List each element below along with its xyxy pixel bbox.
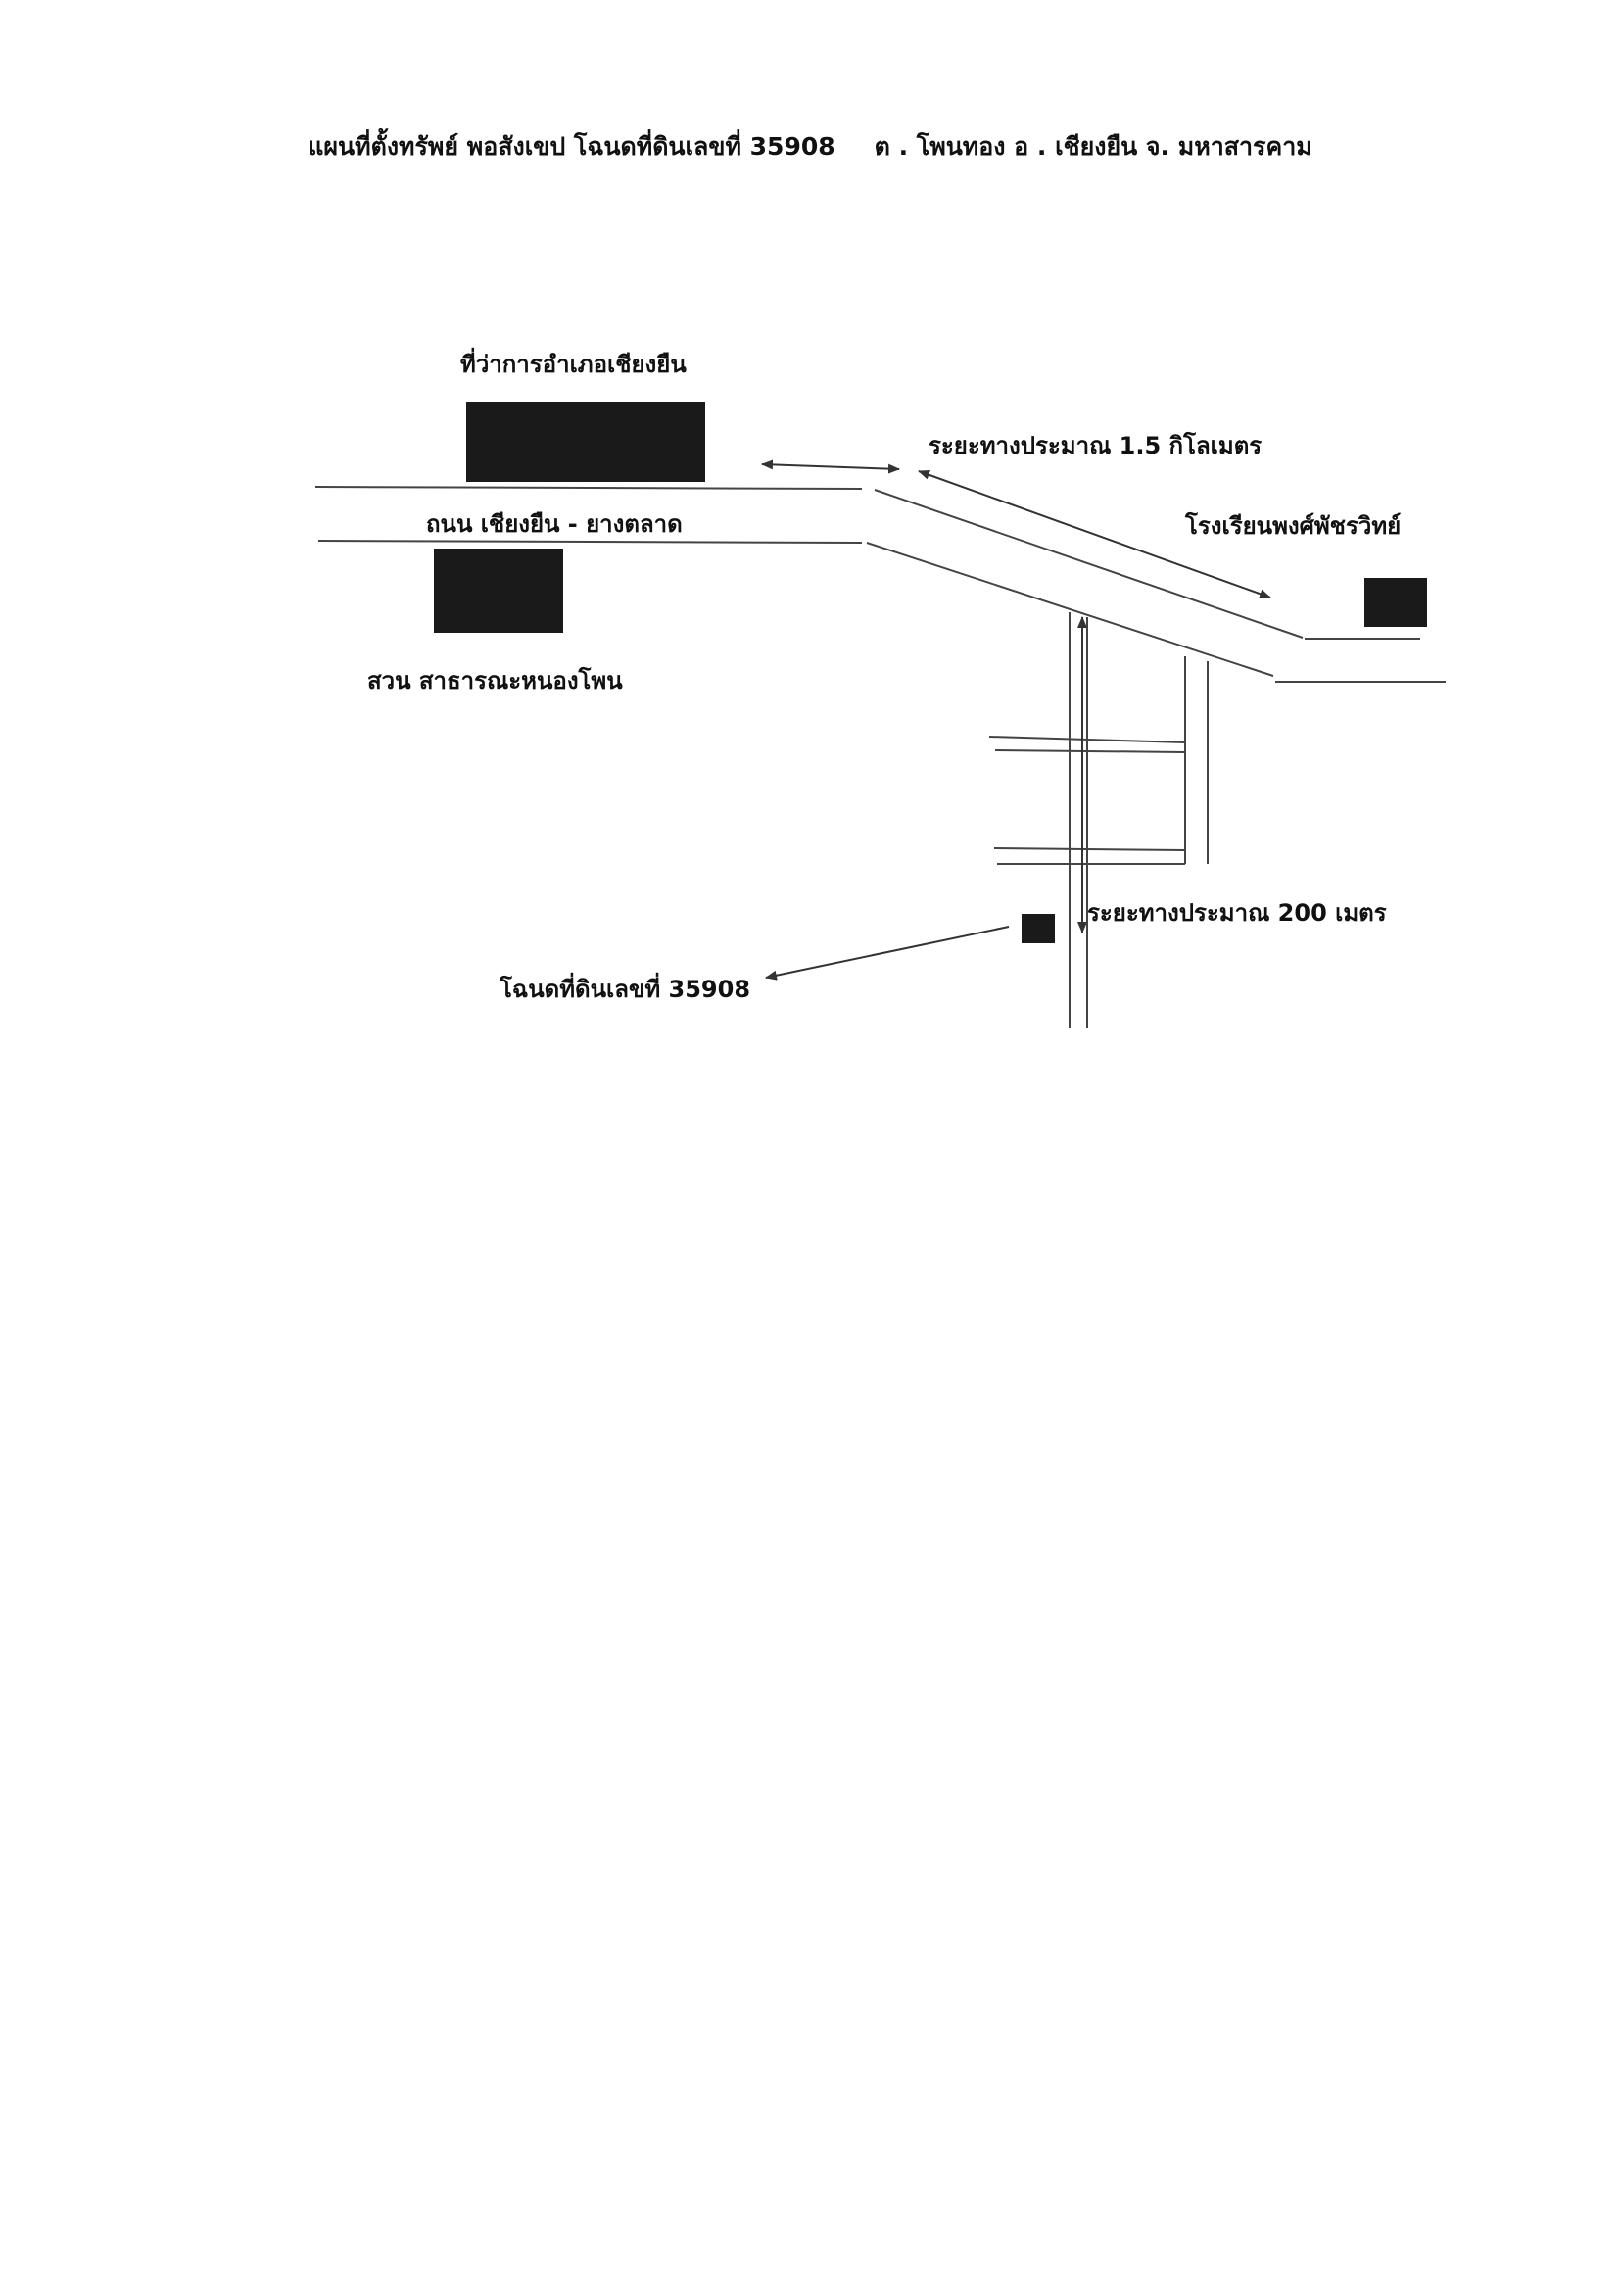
cross-lane-2-top xyxy=(993,847,1186,851)
cross-lane-1-top xyxy=(988,736,1186,743)
distance-2-label: ระยะทางประมาณ 200 เมตร xyxy=(1087,899,1387,927)
road-label: ถนน เชียงยืน - ยางตลาด xyxy=(426,510,683,538)
map-title: แผนที่ตั้งทรัพย์ พอสังเขป โฉนดที่ดินเลขท… xyxy=(0,127,1620,167)
deed-pointer-arrow xyxy=(765,926,1010,981)
deed-plot-marker xyxy=(1022,914,1055,943)
distance-1-label: ระยะทางประมาณ 1.5 กิโลเมตร xyxy=(929,432,1263,459)
main-road-top-edge xyxy=(314,486,863,490)
park-marker xyxy=(434,549,563,633)
map-title-main: แผนที่ตั้งทรัพย์ พอสังเขป โฉนดที่ดินเลขท… xyxy=(308,132,835,161)
main-road-bottom-edge xyxy=(317,540,863,544)
distance-arrows xyxy=(761,459,1271,981)
district-office-label: ที่ว่าการอำเภอเชียงยืน xyxy=(460,351,687,378)
school-label: โรงเรียนพงศ์พัชรวิทย์ xyxy=(1185,512,1402,540)
distance-arrow-district xyxy=(761,459,900,474)
distance-arrow-school xyxy=(918,470,1271,598)
cross-lane-1-bottom xyxy=(994,749,1186,753)
park-label: สวน สาธารณะหนองโพน xyxy=(367,667,623,694)
map-title-location: ต . โพนทอง อ . เชียงยืน จ. มหาสารคาม xyxy=(874,132,1312,161)
deed-label: โฉนดที่ดินเลขที่ 35908 xyxy=(500,976,751,1003)
side-roads xyxy=(988,612,1209,1028)
school-marker xyxy=(1364,578,1427,627)
district-office-marker xyxy=(466,402,705,482)
